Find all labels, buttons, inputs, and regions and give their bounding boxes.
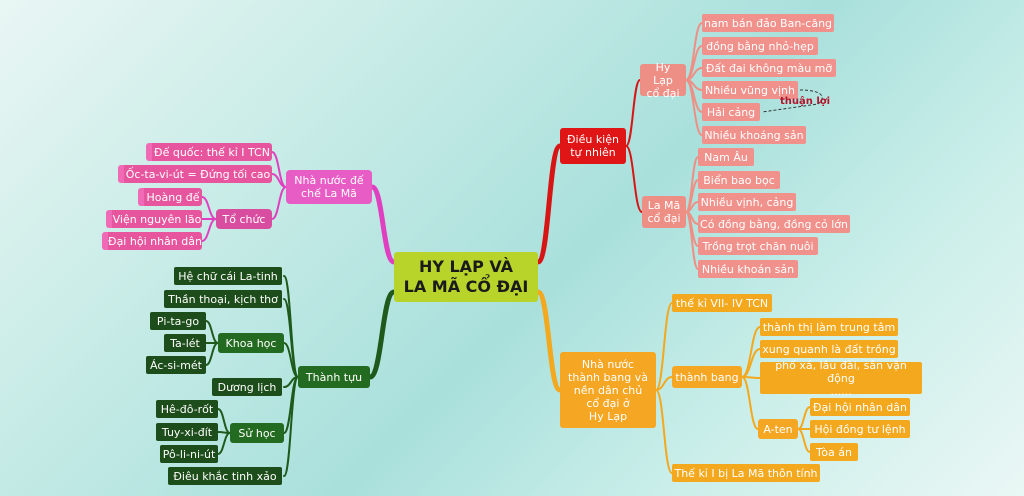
connector [741, 326, 761, 378]
node-he-do-rot[interactable]: Hê-đô-rốt [156, 400, 218, 418]
branch-line5: Hy Lạp [588, 409, 628, 423]
annotation-thuan-loi: thuận lợi [780, 96, 831, 107]
connector [201, 218, 217, 242]
branch-thanh-tuu[interactable]: Thành tựu [298, 366, 370, 388]
connector [685, 211, 699, 270]
node-than-thoai[interactable]: Thần thoại, kịch thơ [164, 290, 282, 308]
node-tuy-xi-dit[interactable]: Tuy-xi-đít [156, 423, 218, 441]
connector [655, 376, 673, 391]
node-trong-trot[interactable]: Trồng trọt chăn nuôi [698, 237, 818, 255]
connector [685, 22, 703, 81]
node-nhieu-khoang-san[interactable]: Nhiều khoáng sản [702, 126, 806, 144]
node-ac-si-met[interactable]: Ác-si-mét [146, 356, 206, 374]
node-bien-bao-boc[interactable]: Biển bao bọc [698, 171, 780, 189]
node-su-hoc[interactable]: Sử học [230, 423, 284, 443]
connector [685, 79, 703, 136]
node-ta-let[interactable]: Ta-lét [164, 334, 206, 352]
branch-line1: Nhà nước đế [294, 174, 364, 187]
node-dieu-khac[interactable]: Điêu khắc tinh xảo [168, 467, 282, 485]
node-a-ten[interactable]: A-ten [758, 419, 798, 439]
connector-main-left-top [369, 184, 397, 265]
connector [283, 298, 299, 378]
node-hoang-de[interactable]: Hoàng đế [138, 188, 202, 206]
connector [685, 156, 699, 213]
node-pi-ta-go[interactable]: Pi-ta-go [150, 312, 206, 330]
connector [205, 320, 219, 344]
connector [201, 196, 217, 220]
connector [797, 428, 811, 453]
node-pho-xa[interactable]: phố xá, lâu đài, sân vận động...... [760, 358, 922, 398]
node-to-chuc[interactable]: Tổ chức [216, 209, 272, 229]
node-khoa-hoc[interactable]: Khoa học [218, 333, 284, 353]
annotation-dashed-connector [761, 89, 823, 113]
connector [625, 145, 643, 213]
branch-line3: nền dân chủ [573, 383, 643, 397]
node-line2: cổ đại [647, 212, 681, 225]
branch-line4: cổ đại ở [586, 396, 630, 410]
central-topic-line1: HY LẠP VÀ [418, 257, 514, 276]
connector [283, 376, 299, 477]
connector [741, 376, 759, 430]
node-nhieu-khoan-san[interactable]: Nhiều khoán sản [698, 260, 798, 278]
node-hoi-dong-tu-lenh[interactable]: Hội đồng tư lệnh [810, 420, 910, 438]
branch-line1: Nhà nước [581, 357, 635, 371]
connector [271, 186, 287, 220]
connector-main-right-top [535, 143, 563, 265]
branch-nha-nuoc-thanh-bang[interactable]: Nhà nước thành bang và nền dân chủ cổ đạ… [560, 352, 656, 428]
node-the-ki-i[interactable]: Thế kỉ I bị La Mã thôn tính [672, 464, 820, 482]
node-dat-dai[interactable]: Đất đai không màu mỡ [702, 59, 836, 77]
connector [655, 389, 673, 474]
node-the-ki-vii-iv[interactable]: thế kỉ VII- IV TCN [672, 294, 772, 312]
node-dai-hoi-nhan-dan-a-ten[interactable]: Đại hội nhân dân [810, 398, 910, 416]
node-thanh-bang[interactable]: thành bang [672, 366, 742, 388]
node-nam-ban-dao[interactable]: nam bán đảo Ban-căng [702, 14, 834, 32]
node-dong-bang-dong-co[interactable]: Có đồng bằng, đồng cỏ lớn [698, 215, 850, 233]
node-xung-quanh[interactable]: xung quanh là đất trồng [760, 340, 898, 358]
node-dong-bang-nho-hep[interactable]: đồng bằng nhỏ-hẹp [702, 37, 818, 55]
connector [283, 342, 299, 378]
node-dai-hoi-nhan-dan-la-ma[interactable]: Đại hội nhân dân [102, 232, 202, 250]
node-line1: La Mã [647, 199, 681, 212]
branch-line2: chế La Mã [301, 187, 357, 200]
node-oc-ta-vi-ut[interactable]: Ốc-ta-vi-út = Đứng tối cao [118, 165, 272, 183]
node-line2: ...... [830, 384, 852, 398]
node-nhieu-vung-vinh[interactable]: Nhiều vũng vịnh [702, 81, 798, 99]
node-line1: Hy Lạp [653, 60, 673, 87]
connector [797, 406, 811, 430]
connector [217, 408, 231, 434]
node-he-chu-cai[interactable]: Hệ chữ cái La-tinh [174, 267, 282, 285]
node-de-quoc[interactable]: Đế quốc: thế kỉ I TCN [146, 143, 272, 161]
node-nam-au[interactable]: Nam Âu [698, 148, 754, 166]
node-vien-nguyen-lao[interactable]: Viện nguyên lão [106, 210, 202, 228]
connector-main-left-bottom [367, 289, 397, 380]
node-line1: phố xá, lâu đài, sân vận động [775, 358, 907, 385]
connector-main-right-bottom [535, 289, 563, 393]
branch-line2: thành bang và [568, 370, 648, 384]
node-po-li-ni-ut[interactable]: Pô-li-ni-út [160, 445, 218, 463]
node-thanh-thi[interactable]: thành thị làm trung tâm [760, 318, 898, 336]
branch-line2: tự nhiên [570, 146, 616, 159]
central-topic-line2: LA MÃ CỔ ĐẠI [403, 277, 529, 296]
connector [217, 432, 231, 455]
node-line2: cổ đại [646, 86, 680, 100]
node-toa-an[interactable]: Tòa án [810, 443, 858, 461]
connector [205, 342, 219, 366]
connector [655, 302, 673, 391]
connector [625, 79, 641, 147]
branch-line1: Điều kiện [567, 133, 619, 146]
node-nhieu-vinh-cang[interactable]: Nhiều vịnh, cảng [698, 193, 796, 211]
node-duong-lich[interactable]: Dương lịch [212, 378, 282, 396]
node-hai-cang[interactable]: Hải cảng [702, 103, 760, 121]
